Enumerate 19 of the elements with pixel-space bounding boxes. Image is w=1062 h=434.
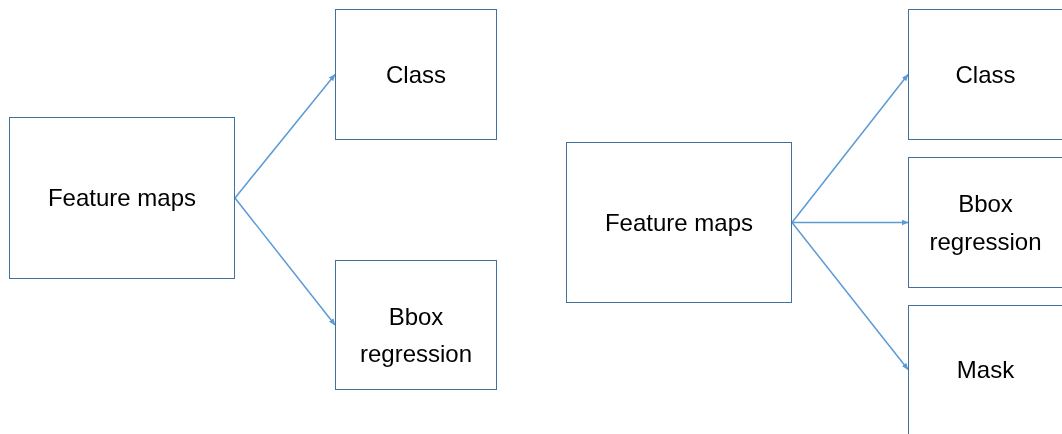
process-box [335,9,497,140]
arrow [791,73,909,224]
arrow [791,219,909,226]
process-box [335,260,497,390]
process-box [9,117,235,279]
process-box [908,305,1062,434]
arrow [791,221,909,371]
box-label: Class [955,59,1016,90]
arrow [234,73,336,199]
box-label: Bbox regression [928,189,1043,257]
box-label: Bbox regression [358,301,474,369]
box-label: Feature maps [47,183,197,214]
process-box [908,157,1062,288]
process-box [566,142,792,303]
box-label: Mask [956,355,1015,386]
arrow [234,197,336,326]
process-box [908,9,1062,140]
box-label: Feature maps [604,207,754,238]
box-label: Class [386,59,446,90]
